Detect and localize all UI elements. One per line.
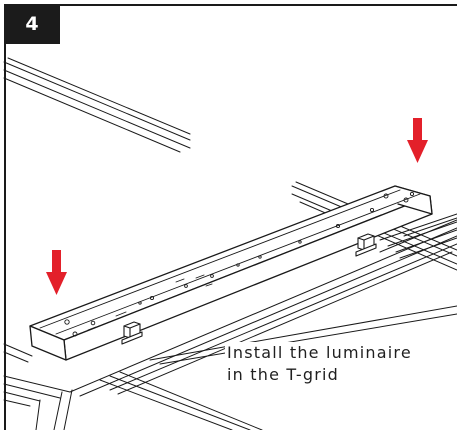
down-arrow-icon-right — [407, 118, 428, 163]
mounting-clip-left — [121, 321, 143, 345]
t-grid-rail-front — [69, 219, 457, 397]
step-number-badge: 4 — [4, 4, 60, 44]
luminaire-body — [29, 185, 433, 361]
t-grid-junction-left — [3, 343, 73, 430]
mounting-clip-right — [355, 233, 377, 257]
t-grid-rail-back — [3, 57, 457, 271]
step-number: 4 — [25, 13, 39, 35]
luminaire-details — [39, 189, 421, 337]
down-arrow-icon-left — [46, 250, 67, 295]
instruction-line-2: in the T-grid — [227, 365, 340, 384]
illustration-frame — [4, 4, 457, 430]
instruction-caption: Install the luminaire in the T-grid — [225, 342, 414, 386]
instruction-line-1: Install the luminaire — [227, 343, 412, 362]
t-grid-rail-lower — [99, 305, 457, 430]
